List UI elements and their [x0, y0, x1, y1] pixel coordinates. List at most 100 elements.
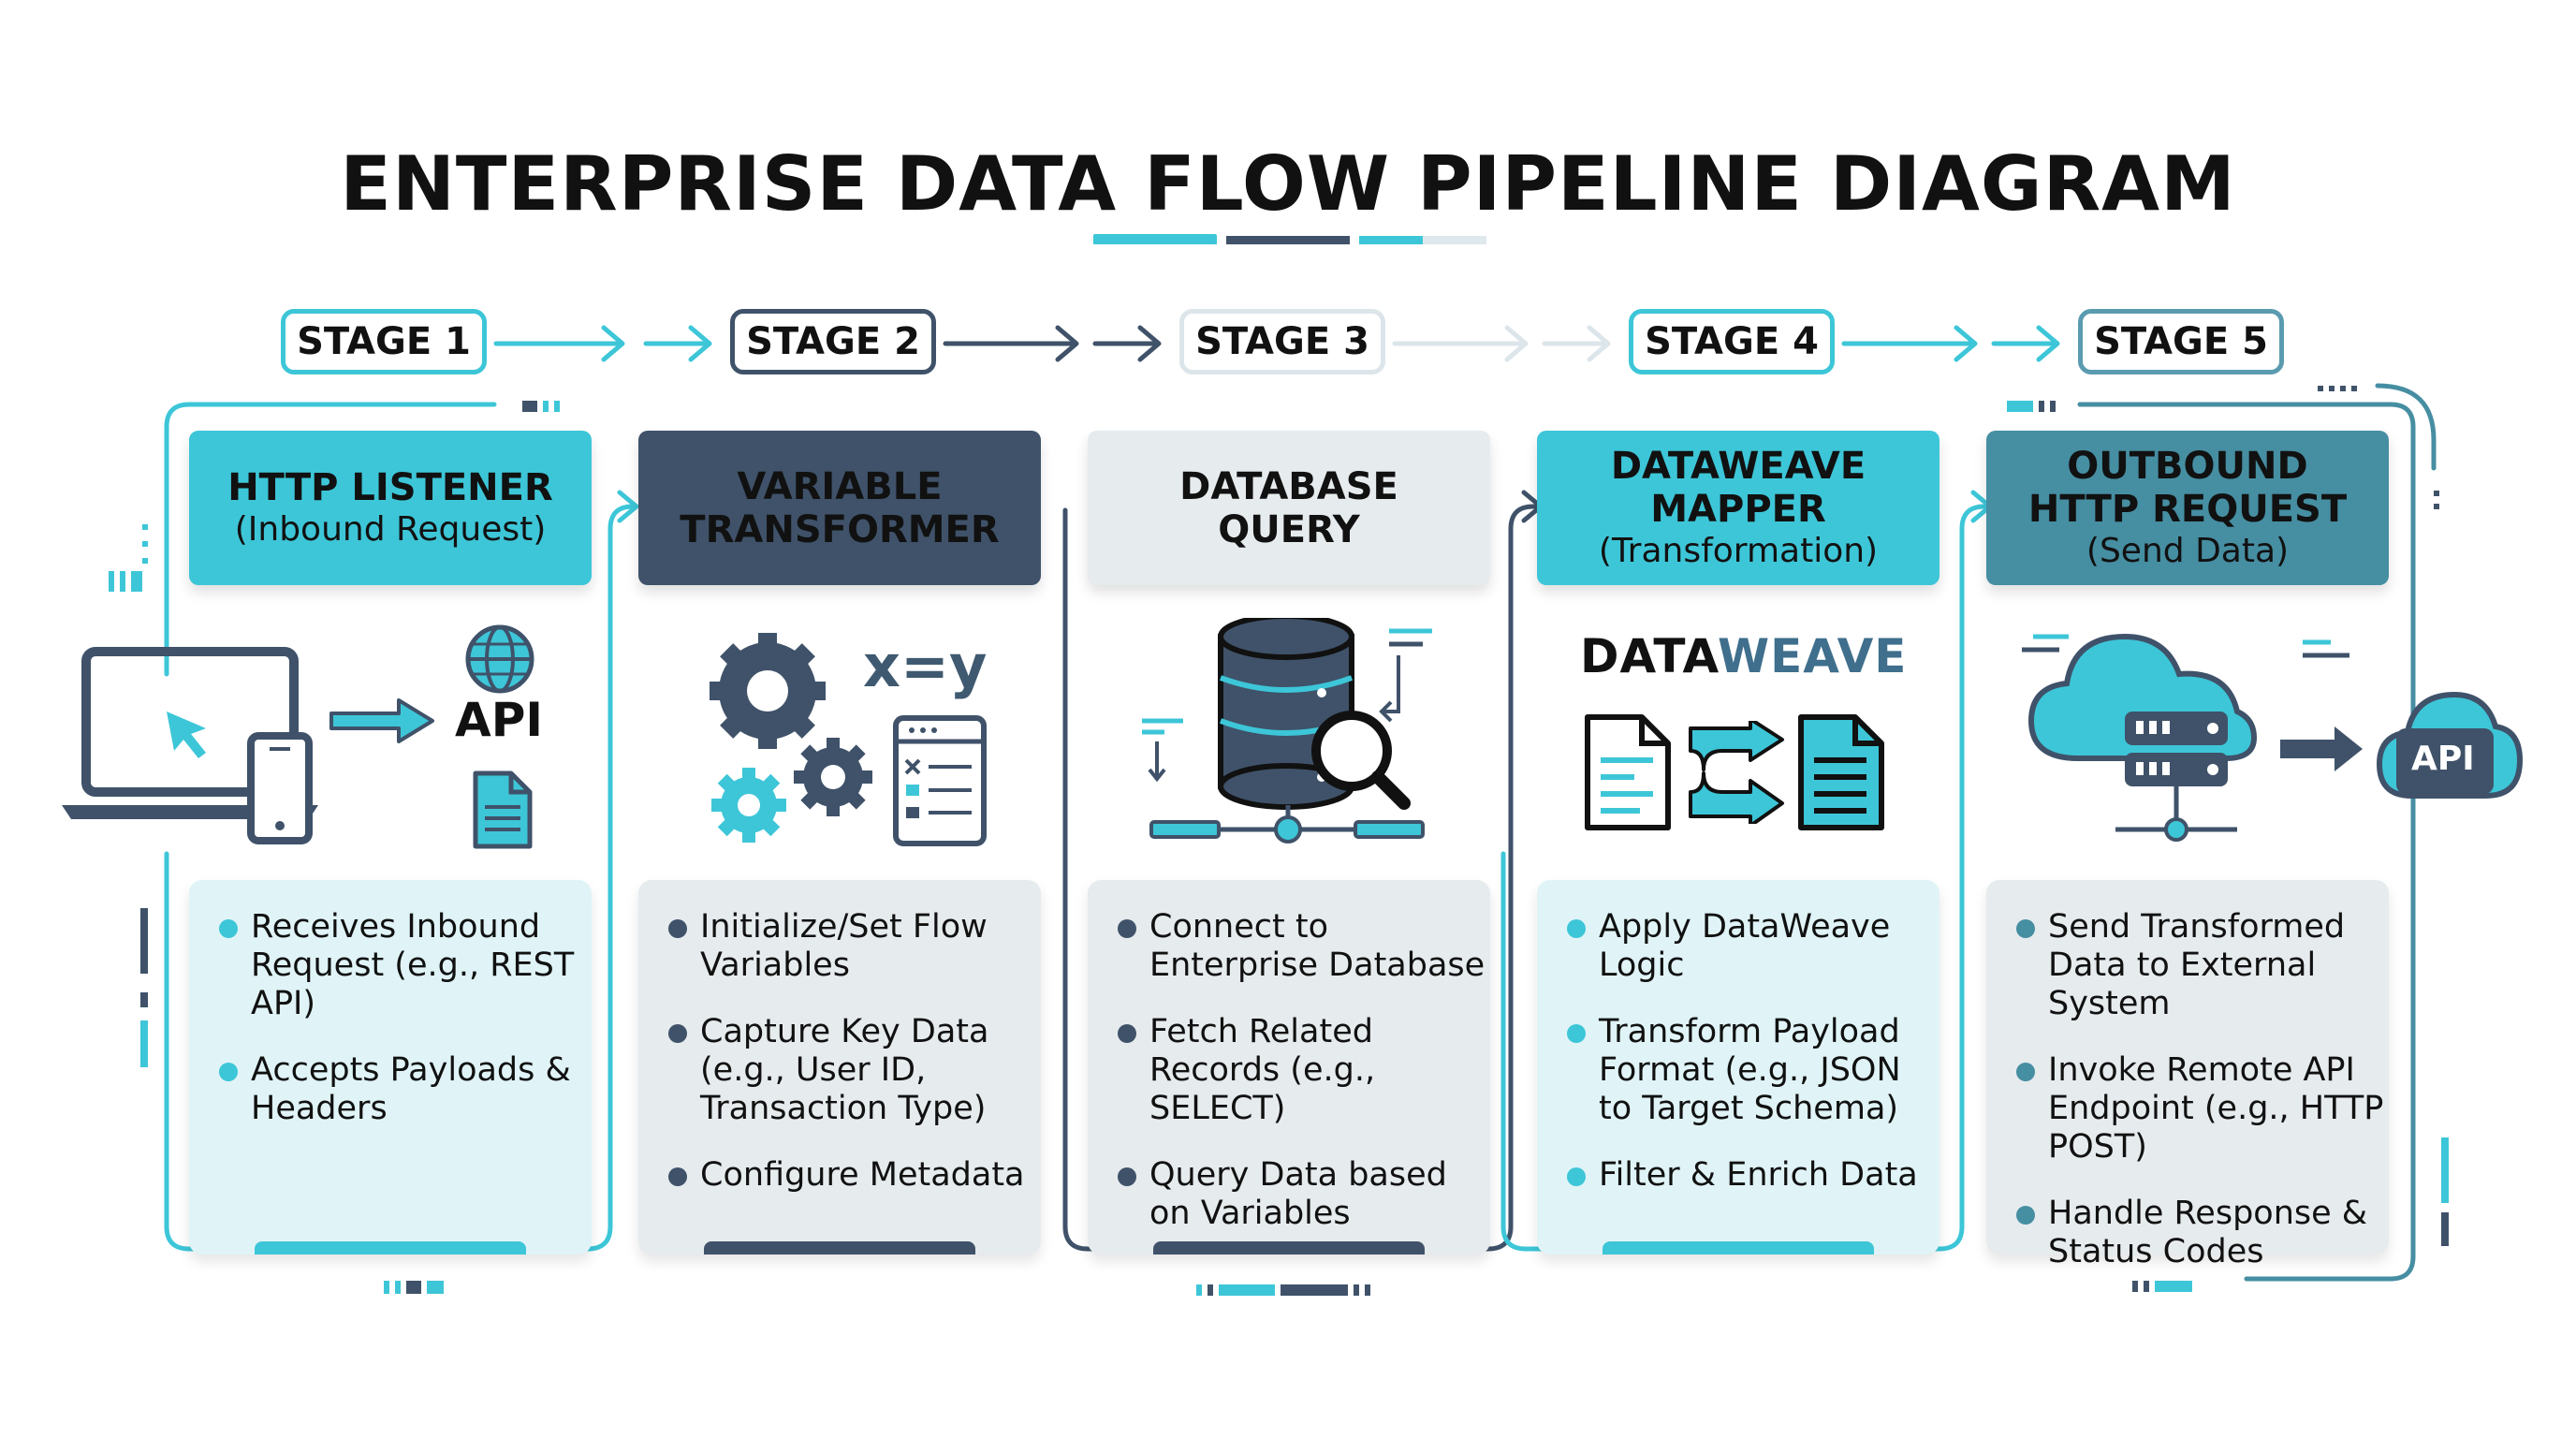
- bullet-dot: [1118, 1024, 1136, 1043]
- stage-5-header-title-line-1: OUTBOUND: [2067, 444, 2308, 488]
- dataweave-wordmark-data: DATA: [1580, 629, 1718, 683]
- stage-4-pill: STAGE 4: [1629, 309, 1835, 374]
- stage-3-header: DATABASE QUERY: [1088, 431, 1490, 585]
- stage-5-header-title-line-2: HTTP REQUEST: [2027, 487, 2348, 531]
- stage-3-card: Connect to Enterprise Database Fetch Rel…: [1088, 880, 1490, 1255]
- stage-2-bullet-text: Capture Key Data (e.g., User ID, Transac…: [700, 1013, 989, 1127]
- phone-icon: [247, 732, 313, 844]
- stage-3-bullet-text: Fetch Related Records (e.g., SELECT): [1149, 1013, 1376, 1127]
- api-label: API: [455, 693, 543, 747]
- document-icon: [473, 770, 533, 849]
- checklist-icon: [893, 715, 987, 846]
- stage-5-bullet: Send Transformed Data to External System: [2011, 908, 2385, 1023]
- bullet-dot: [668, 1024, 687, 1043]
- stage-3-pill: STAGE 3: [1179, 309, 1385, 374]
- dataweave-wordmark: DATAWEAVE: [1580, 629, 1906, 683]
- bullet-dot: [668, 1167, 687, 1186]
- stage-5-header-subtitle: (Send Data): [2086, 531, 2290, 570]
- cloud-server-icon: [2022, 633, 2258, 842]
- bullet-dot: [1567, 1167, 1586, 1186]
- stage-4-header-title-line-1: DATAWEAVE: [1610, 444, 1866, 488]
- stage-3-bullet: Fetch Related Records (e.g., SELECT): [1112, 1013, 1486, 1128]
- stage-5-bullet-text: Send Transformed Data to External System: [2048, 908, 2346, 1022]
- bullet-dot: [2016, 1063, 2035, 1081]
- stage-5-bullet-text: Invoke Remote API Endpoint (e.g., HTTP P…: [2048, 1051, 2384, 1166]
- card-accent-bar: [255, 1241, 526, 1255]
- formula-label: x=y: [863, 632, 988, 700]
- stage-1-bullet: Accepts Payloads & Headers: [213, 1051, 588, 1128]
- title-underline: [1093, 234, 1217, 242]
- bullet-dot: [1118, 1167, 1136, 1186]
- gears-icon: [710, 633, 872, 843]
- globe-icon: [465, 624, 534, 694]
- target-document-icon: [1798, 714, 1884, 830]
- arrow-right-icon-2: [2280, 726, 2363, 771]
- stage-1-header: HTTP LISTENER (Inbound Request): [189, 431, 592, 585]
- stage-connector-3-4: [1392, 325, 1611, 362]
- stage-1-header-title: HTTP LISTENER: [227, 465, 553, 509]
- stage-2-card: Initialize/Set Flow Variables Capture Ke…: [638, 880, 1041, 1255]
- card-accent-bar: [704, 1241, 975, 1255]
- stage-3-bullet-text: Query Data based on Variables: [1149, 1156, 1447, 1232]
- bullet-dot: [668, 919, 687, 938]
- stage-2-bullet: Initialize/Set Flow Variables: [663, 908, 1037, 985]
- stage-3-header-title-line-2: QUERY: [1218, 507, 1360, 551]
- stage-5-card: Send Transformed Data to External System…: [1986, 880, 2389, 1270]
- bullet-dot: [1567, 919, 1586, 938]
- stage-4-header: DATAWEAVE MAPPER (Transformation): [1537, 431, 1939, 585]
- stage-2-header-title-line-2: TRANSFORMER: [680, 507, 1000, 551]
- stage-4-card: Apply DataWeave Logic Transform Payload …: [1537, 880, 1939, 1255]
- dataweave-wordmark-weave: WEAVE: [1718, 629, 1908, 683]
- stage-2-bullet-text: Initialize/Set Flow Variables: [700, 908, 988, 984]
- stage-3-bullet-text: Connect to Enterprise Database: [1149, 908, 1486, 984]
- column-frame-1: [164, 402, 639, 1252]
- stage-4-bullet-text: Filter & Enrich Data: [1599, 1156, 1918, 1194]
- cloud-api-icon: [2376, 691, 2524, 799]
- card-accent-bar: [1153, 1241, 1425, 1255]
- stage-connector-4-5: [1841, 325, 2060, 362]
- stage-1-pill: STAGE 1: [281, 309, 487, 374]
- stage-4-header-subtitle: (Transformation): [1598, 531, 1879, 570]
- stage-3-bullet: Connect to Enterprise Database: [1112, 908, 1486, 985]
- stage-5-pill: STAGE 5: [2078, 309, 2284, 374]
- stage-2-pill: STAGE 2: [730, 309, 936, 374]
- cloud-api-label: API: [2411, 740, 2475, 778]
- stage-5-bullet-text: Handle Response & Status Codes: [2048, 1195, 2368, 1270]
- stage-1-card: Receives Inbound Request (e.g., REST API…: [189, 880, 592, 1255]
- column-frame-5: [2077, 383, 2437, 1282]
- stage-4-bullet-text: Transform Payload Format (e.g., JSON to …: [1599, 1013, 1901, 1127]
- card-accent-bar: [1603, 1241, 1874, 1255]
- stage-2-bullet-text: Configure Metadata: [700, 1156, 1025, 1194]
- bullet-dot: [1567, 1024, 1586, 1043]
- page-title: ENTERPRISE DATA FLOW PIPELINE DIAGRAM: [340, 140, 2236, 227]
- database-icon: [1142, 618, 1432, 810]
- stage-5-header: OUTBOUND HTTP REQUEST (Send Data): [1986, 431, 2389, 585]
- transform-arrows-icon: [1689, 721, 1784, 824]
- stage-1-header-subtitle: (Inbound Request): [234, 509, 547, 549]
- stage-4-bullet: Transform Payload Format (e.g., JSON to …: [1561, 1013, 1936, 1128]
- stage-1-bullet-text: Receives Inbound Request (e.g., REST API…: [251, 908, 575, 1022]
- bullet-dot: [1118, 919, 1136, 938]
- stage-connector-2-3: [943, 325, 1162, 362]
- stage-connector-1-2: [493, 325, 712, 362]
- stage-5-bullet: Invoke Remote API Endpoint (e.g., HTTP P…: [2011, 1051, 2385, 1167]
- stage-2-header: VARIABLE TRANSFORMER: [638, 431, 1041, 585]
- arrow-right-icon: [329, 698, 434, 743]
- stage-4-bullet-text: Apply DataWeave Logic: [1599, 908, 1891, 984]
- bullet-dot: [219, 1063, 238, 1081]
- bullet-dot: [219, 919, 238, 938]
- stage-2-bullet: Capture Key Data (e.g., User ID, Transac…: [663, 1013, 1037, 1128]
- stage-1-bullet-text: Accepts Payloads & Headers: [251, 1051, 571, 1127]
- magnifier-icon: [1311, 711, 1411, 810]
- stage-4-bullet: Filter & Enrich Data: [1561, 1156, 1936, 1195]
- stage-1-bullet: Receives Inbound Request (e.g., REST API…: [213, 908, 588, 1023]
- network-icon: [1149, 805, 1425, 844]
- source-document-icon: [1585, 714, 1671, 830]
- stage-3-bullet: Query Data based on Variables: [1112, 1156, 1486, 1233]
- bullet-dot: [2016, 919, 2035, 938]
- stage-5-bullet: Handle Response & Status Codes: [2011, 1195, 2385, 1271]
- stage-3-header-title-line-1: DATABASE: [1179, 464, 1398, 508]
- stage-4-bullet: Apply DataWeave Logic: [1561, 908, 1936, 985]
